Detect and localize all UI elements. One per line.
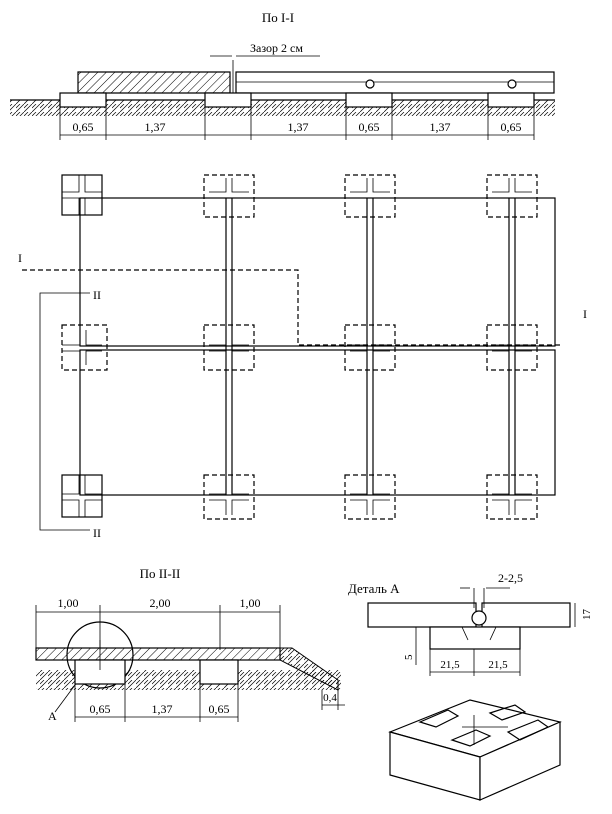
detail-height: 5: [403, 654, 415, 660]
sec2-bdim-3: 0,65: [209, 702, 230, 716]
ground-soil: [10, 100, 555, 116]
mark-II-bottom: II: [93, 526, 101, 540]
section-line-II: [39, 292, 90, 531]
plan-supports: [61, 174, 538, 520]
detail-a-title: Деталь А: [348, 581, 400, 596]
gap-label: Зазор 2 см: [250, 41, 303, 55]
detail-dim-left: 21,5: [440, 659, 460, 671]
section-1-title: По I-I: [262, 10, 294, 25]
detail-slab-left: [367, 602, 477, 628]
callout-label: A: [48, 709, 57, 723]
sec2-dim-3: 1,00: [240, 596, 261, 610]
isometric-block: [388, 699, 562, 801]
plan-slab-top: [79, 197, 556, 347]
detail-a: Деталь А 2-2,5 17 5 21,5 21,5: [348, 571, 593, 676]
detail-callout: [66, 621, 134, 689]
detail-gap: 2-2,5: [498, 571, 523, 585]
slab-hatched: [77, 71, 231, 94]
slope-dim: 0,4: [323, 692, 337, 704]
mark-II-top: II: [93, 288, 101, 302]
section-1: По I-I Зазор 2 см: [10, 10, 555, 140]
section-2: По II-II 1,00 2,00 1,00 A 0,65 1,37 0,65: [35, 566, 345, 723]
dim-1: 0,65: [73, 120, 94, 134]
mark-I-left: I: [18, 251, 22, 265]
detail-slab-right: [481, 602, 571, 628]
dim-2: 1,37: [145, 120, 166, 134]
plan-view: I I II II: [18, 174, 587, 540]
supports-row: [59, 92, 535, 108]
section-line-I: [22, 269, 560, 346]
dim-3: 1,37: [288, 120, 309, 134]
dim-5: 1,37: [430, 120, 451, 134]
mark-I-right: I: [583, 307, 587, 321]
detail-dim-right: 21,5: [488, 659, 508, 671]
sec2-dim-2: 2,00: [150, 596, 171, 610]
sec2-bdim-2: 1,37: [152, 702, 173, 716]
sec2-dim-1: 1,00: [58, 596, 79, 610]
sec2-support-2: [199, 659, 239, 685]
plan-slab-bottom: [79, 349, 556, 496]
dim-6: 0,65: [501, 120, 522, 134]
slab-plain: [235, 71, 555, 94]
joint-round: [365, 79, 375, 89]
detail-thickness: 17: [581, 609, 593, 621]
sec2-bdim-1: 0,65: [90, 702, 111, 716]
detail-joint: [471, 610, 487, 626]
sec2-slab: [35, 647, 281, 661]
section-2-title: По II-II: [140, 566, 181, 581]
detail-block: [429, 626, 521, 650]
dim-4: 0,65: [359, 120, 380, 134]
